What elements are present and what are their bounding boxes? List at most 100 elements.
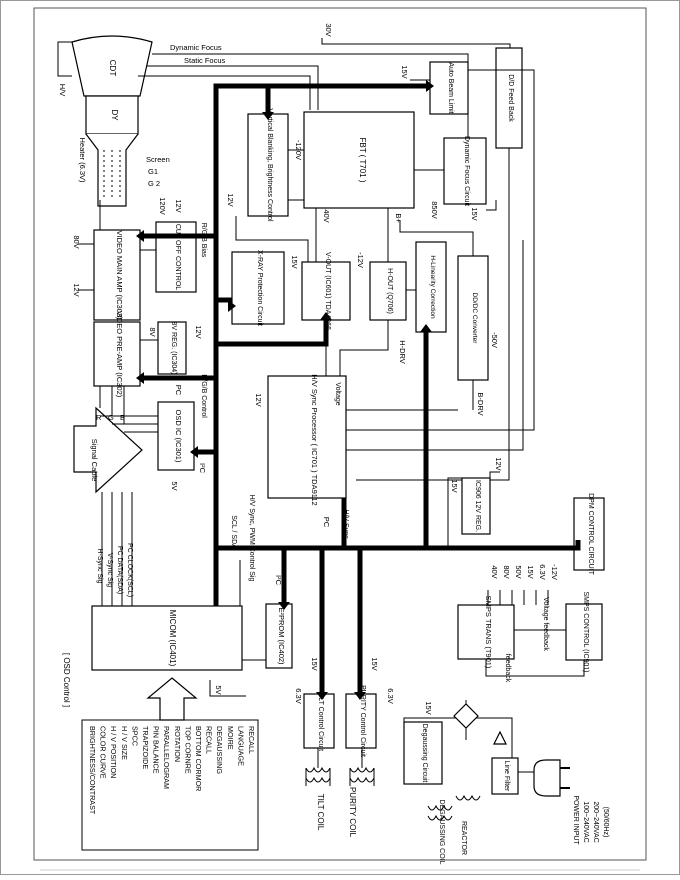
v12-vb-label: 12V — [226, 193, 235, 206]
dynamic-focus-block — [443, 137, 487, 205]
arrow-main-amp — [136, 230, 144, 242]
dpm-block — [573, 497, 605, 571]
degauss-coil-shape — [427, 794, 481, 821]
osd-control-item: SPCC — [130, 726, 139, 746]
osd-ic-text: OSD IC (IC301) — [174, 410, 183, 463]
v80-label: 80V — [72, 235, 81, 248]
static-focus-label: Static Focus — [184, 56, 226, 65]
v12-cutoff-label: 12V — [174, 199, 183, 212]
voltage-fb-label: Voltage feedback — [542, 597, 549, 651]
v50-s-label: 50V — [514, 565, 523, 578]
osd-ic-block — [157, 401, 195, 471]
osd-control-item: H / V SIZE — [120, 726, 129, 760]
feedback-top-wire — [321, 38, 511, 48]
dd-feedback-wire — [356, 148, 510, 481]
v30-label: 30V — [324, 23, 333, 36]
v15-s-label: 15V — [526, 565, 535, 578]
minus12-hout-label: -12V — [356, 252, 365, 268]
df-15v-wire — [486, 200, 497, 211]
b-drv-label: B-DRV — [476, 392, 485, 415]
v63-s-label: 6.3V — [538, 564, 547, 579]
reg8-text: 8V REG. (IC304) — [170, 322, 177, 375]
osd-control-item: TOP CORNRE — [183, 726, 192, 774]
vout-block — [301, 261, 351, 321]
dd-feedback-text: D/D Feed Back — [507, 74, 514, 122]
v12-reg-label: 12V — [194, 325, 203, 338]
osd-control-item: ROTATION — [173, 726, 182, 762]
v12-amp-label: 12V — [72, 283, 81, 296]
proc-feedback-wire — [346, 69, 535, 431]
proc-feedback-wire-2 — [346, 240, 524, 451]
arrow-pre-amp — [136, 372, 144, 384]
v5-osd-label: 5V — [170, 481, 179, 490]
v15-degauss-label: 15V — [424, 701, 433, 714]
dynamic-focus-text: Dynamic Focus Circuit — [463, 136, 470, 206]
hlin-text: H-Linearity Correction — [429, 255, 436, 319]
tilt-coil-label: TILT COIL — [316, 794, 325, 831]
fbt-text: FBT ( T701 ) — [358, 137, 367, 182]
degauss-block — [403, 721, 443, 785]
osd-control-item: PIN BALANCE — [152, 726, 161, 774]
rgb-control-label: R/G/B Control — [200, 374, 207, 418]
static-focus-wire-2 — [138, 75, 311, 110]
v63-pur-label: 6.3V — [386, 688, 395, 703]
g2-label: G 2 — [148, 179, 160, 188]
tilt-coil-shape — [305, 766, 331, 786]
pc-mid-label: PC — [322, 517, 331, 528]
v15-reg-label: 15V — [450, 479, 459, 492]
screen-label: Screen — [146, 155, 170, 164]
smps-trans-block — [457, 604, 515, 660]
video-main-amp-text: VIDEO MAIN AMP (IC303) — [115, 230, 124, 320]
hv-sync-pwm-label: H/V Sync, PWM Control Sig — [248, 495, 255, 582]
fuse-triangle — [493, 730, 507, 745]
g-label: G — [108, 413, 114, 422]
power-plug-icon — [518, 759, 570, 797]
reg12-text: IC906 12V REG. — [474, 480, 481, 532]
tilt-block — [303, 693, 335, 749]
cutoff-text: CUT OFF CONTROL — [174, 224, 181, 290]
arrow-vout — [320, 312, 332, 320]
xray-text: X-RAY Protection Circuit — [256, 250, 263, 326]
osd-arrow — [146, 677, 198, 721]
voltage-label: Voltage — [334, 382, 341, 405]
vsync-label: V-Sync Sig — [106, 553, 113, 587]
bplus-label: B+ — [394, 213, 403, 223]
hout-text: H-OUT (Q706) — [386, 268, 393, 314]
v850-label: 850V — [430, 201, 439, 219]
feedback-label: feedback — [504, 654, 511, 683]
scl-sda-label: SCL / SDA — [230, 515, 237, 549]
arrow-osd — [190, 446, 198, 458]
pc-top-label: PC — [174, 385, 183, 396]
hout-block — [369, 261, 407, 321]
v120-label: 120V — [158, 197, 167, 215]
power-input-line-4: (50/60Hz) — [602, 807, 609, 838]
purity-coil-label: PURITY COIL — [348, 787, 357, 838]
v15-pur-label: 15V — [370, 657, 379, 670]
diagram-border — [33, 7, 647, 861]
smps-feedback-wire — [485, 659, 585, 677]
osd-control-item: BOTTOM CORMOR — [194, 726, 203, 791]
main-bus-vertical — [213, 83, 426, 606]
dd-feedback-block — [495, 47, 523, 149]
arrow-vblank — [262, 112, 274, 120]
line-filter-block — [491, 757, 519, 795]
v12-out-label: 12V — [494, 457, 503, 470]
micom-text: MICOM (IC401) — [168, 610, 177, 667]
minus12-s-label: -12V — [550, 564, 559, 580]
v5-micom-label: 5V — [214, 685, 223, 694]
abl-block — [429, 61, 469, 115]
osd-control-item: LANGUAGE — [236, 726, 245, 766]
hv-processor-block — [267, 375, 347, 499]
ddconv-text: DD/DC Converter — [471, 293, 478, 345]
dpm-text: DPM CONTROL CIRCUIT — [587, 493, 594, 576]
osd-control-item: PARALLELOGRAM — [162, 726, 171, 789]
b-label: B — [120, 413, 125, 422]
v15-df-label: 15V — [470, 207, 479, 220]
pc-data-label: PC DATA(SDA) — [116, 546, 123, 594]
signal-cable-shape — [73, 406, 143, 494]
v15-vout-label: 15V — [290, 255, 299, 268]
osd-control-item: RECALL — [205, 726, 214, 754]
h-drv-label: H-DRV — [398, 340, 407, 364]
